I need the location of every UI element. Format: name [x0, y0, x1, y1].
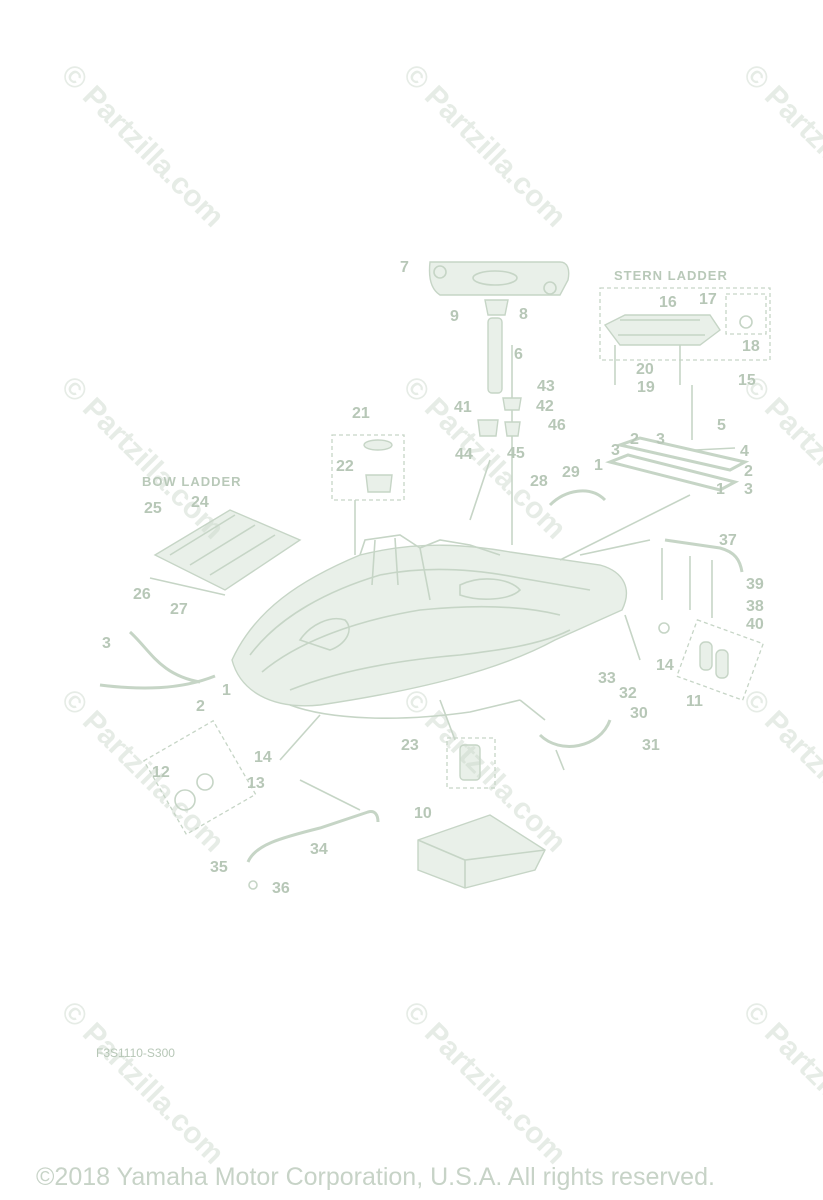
callout-20[interactable]: 20: [636, 361, 654, 378]
callout-24[interactable]: 24: [191, 494, 209, 511]
callout-7[interactable]: 7: [400, 259, 409, 276]
callout-38[interactable]: 38: [746, 598, 764, 615]
callout-18[interactable]: 18: [742, 338, 760, 355]
callout-27[interactable]: 27: [170, 601, 188, 618]
callout-21[interactable]: 21: [352, 405, 370, 422]
top-cover-assembly: [428, 261, 570, 394]
callout-16[interactable]: 16: [659, 294, 677, 311]
callout-6[interactable]: 6: [514, 346, 523, 363]
bow-hardware: [142, 719, 257, 836]
switch-panel-parts: [477, 397, 522, 437]
callout-29[interactable]: 29: [562, 464, 580, 481]
callout-46[interactable]: 46: [548, 417, 566, 434]
callout-12[interactable]: 12: [152, 764, 170, 781]
callout-1[interactable]: 1: [222, 682, 231, 699]
callout-15[interactable]: 15: [738, 372, 756, 389]
cooler: [417, 814, 546, 889]
callout-2[interactable]: 2: [744, 463, 753, 480]
callout-10[interactable]: 10: [414, 805, 432, 822]
bow-rail: [99, 630, 216, 690]
callout-4[interactable]: 4: [740, 443, 749, 460]
bow-ladder-assembly: [149, 509, 302, 596]
callout-45[interactable]: 45: [507, 445, 525, 462]
callout-44[interactable]: 44: [455, 446, 473, 463]
stern-hardware: [658, 619, 764, 701]
cup-holder-assembly: [331, 434, 405, 501]
side-rail-right: [661, 538, 744, 618]
callout-28[interactable]: 28: [530, 473, 548, 490]
callout-43[interactable]: 43: [537, 378, 555, 395]
copyright-notice: ©2018 Yamaha Motor Corporation, U.S.A. A…: [36, 1163, 715, 1191]
stern-ladder-title: STERN LADDER: [614, 268, 728, 283]
callout-2[interactable]: 2: [196, 698, 205, 715]
stern-ladder-assembly: [599, 287, 771, 385]
callout-3[interactable]: 3: [611, 442, 620, 459]
callout-13[interactable]: 13: [247, 775, 265, 792]
callout-40[interactable]: 40: [746, 616, 764, 633]
callout-3[interactable]: 3: [102, 635, 111, 652]
bow-ladder-title: BOW LADDER: [142, 474, 242, 489]
callout-30[interactable]: 30: [630, 705, 648, 722]
callout-39[interactable]: 39: [746, 576, 764, 593]
callout-31[interactable]: 31: [642, 737, 660, 754]
latch-assembly: [446, 737, 496, 789]
callout-3[interactable]: 3: [744, 481, 753, 498]
callout-36[interactable]: 36: [272, 880, 290, 897]
callout-17[interactable]: 17: [699, 291, 717, 308]
leader-lines: [279, 345, 693, 811]
callout-8[interactable]: 8: [519, 306, 528, 323]
callout-25[interactable]: 25: [144, 500, 162, 517]
callout-14[interactable]: 14: [656, 657, 674, 674]
callout-1[interactable]: 1: [594, 457, 603, 474]
callout-3[interactable]: 3: [656, 431, 665, 448]
callout-23[interactable]: 23: [401, 737, 419, 754]
diagram-code: F3S1110-S300: [96, 1046, 175, 1060]
callout-35[interactable]: 35: [210, 859, 228, 876]
callout-41[interactable]: 41: [454, 399, 472, 416]
callout-34[interactable]: 34: [310, 841, 328, 858]
grab-handle: [548, 489, 607, 507]
callout-37[interactable]: 37: [719, 532, 737, 549]
callout-1[interactable]: 1: [716, 481, 725, 498]
callout-33[interactable]: 33: [598, 670, 616, 687]
callout-5[interactable]: 5: [717, 417, 726, 434]
callout-2[interactable]: 2: [630, 431, 639, 448]
callout-11[interactable]: 11: [686, 693, 703, 710]
callout-22[interactable]: 22: [336, 458, 354, 475]
callout-26[interactable]: 26: [133, 586, 151, 603]
boat-hull-drawing: [231, 534, 627, 719]
callout-19[interactable]: 19: [637, 379, 655, 396]
callout-42[interactable]: 42: [536, 398, 554, 415]
callout-32[interactable]: 32: [619, 685, 637, 702]
stern-rails: [605, 436, 750, 492]
bow-side-rail: [246, 810, 380, 890]
grab-handle-aft: [538, 719, 612, 771]
callout-9[interactable]: 9: [450, 308, 459, 325]
callout-14[interactable]: 14: [254, 749, 272, 766]
